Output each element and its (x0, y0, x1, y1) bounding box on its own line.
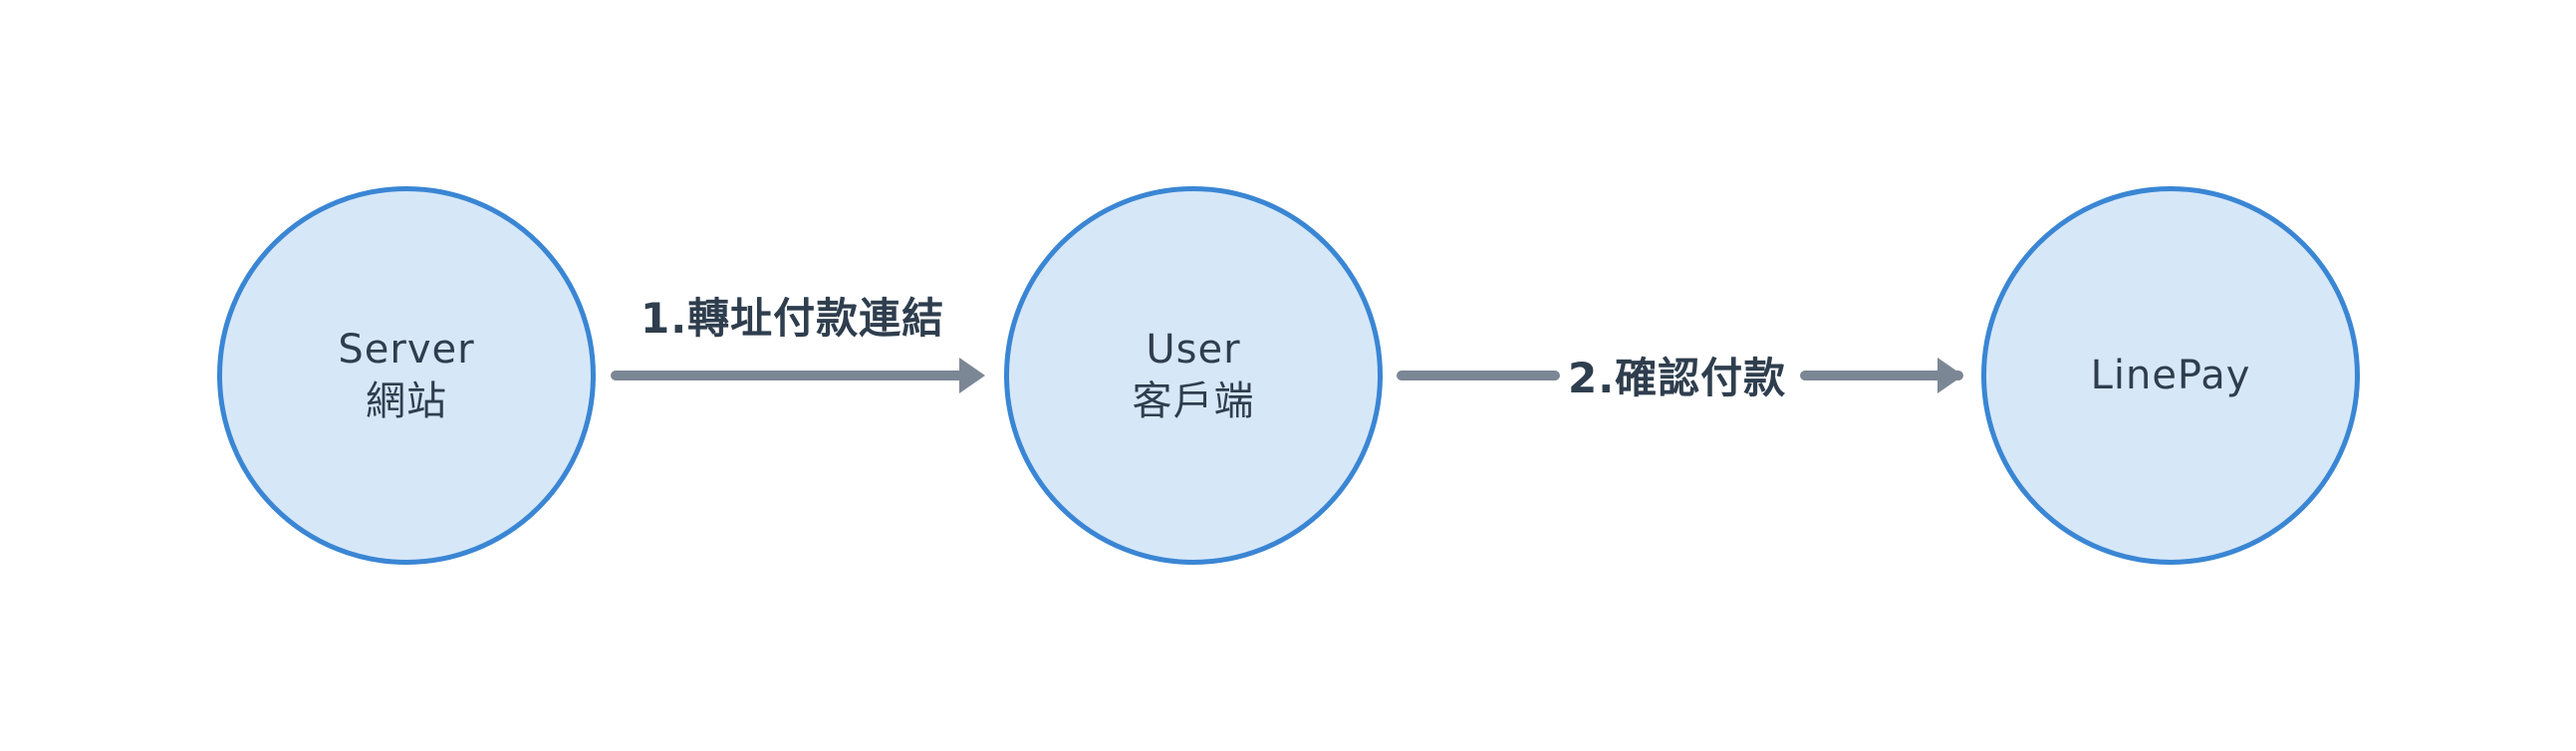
node-server-label-zh: 網站 (366, 378, 447, 424)
node-user-label-zh: 客戶端 (1132, 378, 1255, 424)
node-user-label-en: User (1146, 327, 1241, 373)
node-linepay: LinePay (1981, 186, 2360, 565)
edge-user-to-linepay-line-right (1800, 371, 1963, 380)
edge-user-to-linepay-line-left (1397, 371, 1560, 380)
edge-server-to-user-line (611, 371, 981, 380)
edge-user-to-linepay-arrowhead (1937, 358, 1963, 393)
edge-step2-label: 2.確認付款 (1568, 354, 1787, 402)
edge-step1-label: 1.轉址付款連結 (641, 294, 945, 343)
node-server: Server 網站 (217, 186, 596, 565)
node-linepay-label: LinePay (2090, 353, 2251, 398)
node-user: User 客戶端 (1004, 186, 1383, 565)
edge-server-to-user-arrowhead (959, 358, 985, 393)
node-server-label-en: Server (338, 327, 475, 373)
